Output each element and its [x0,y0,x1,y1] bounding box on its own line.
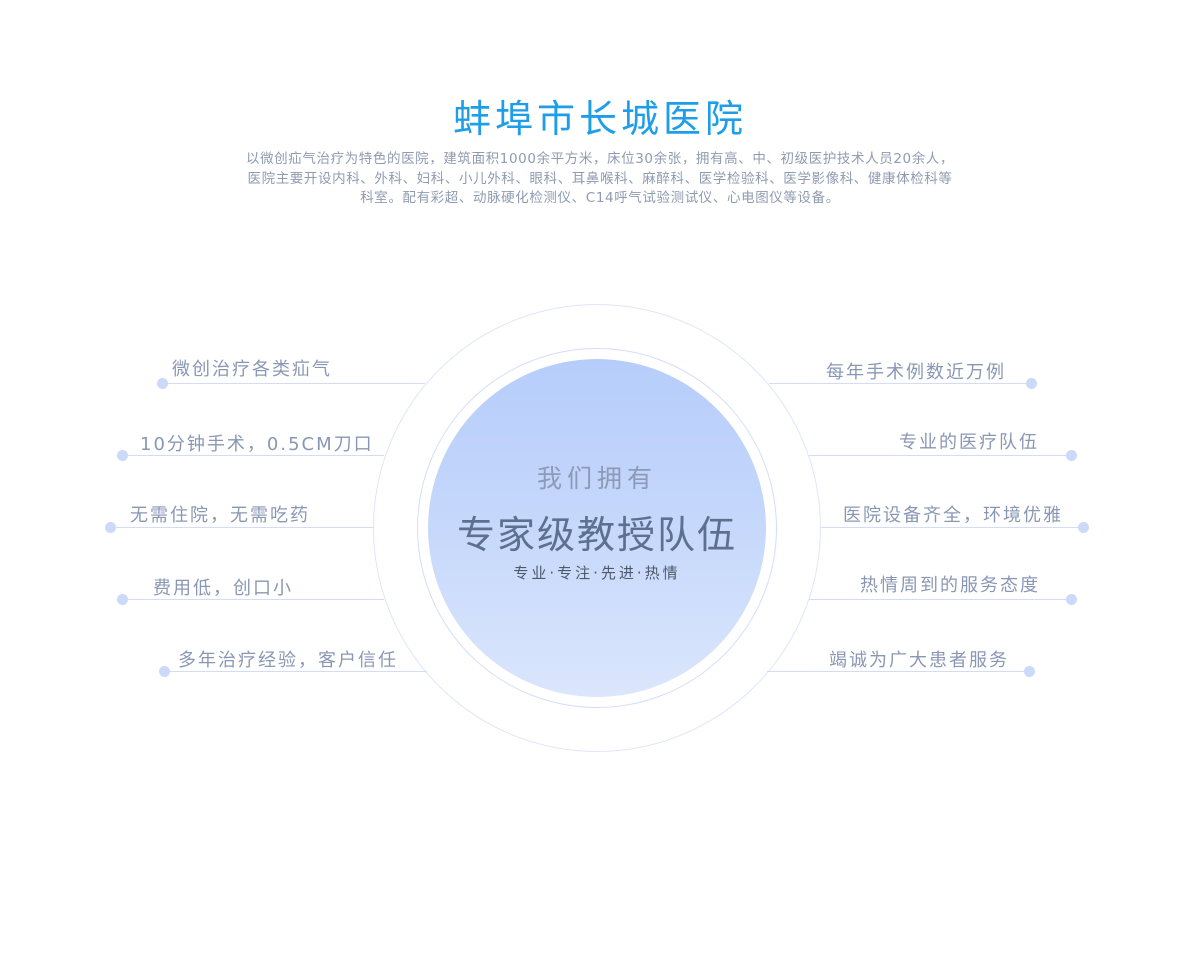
feature-label: 费用低，创口小 [153,578,293,599]
feature-label: 热情周到的服务态度 [860,575,1040,596]
intro-line: 医院主要开设内科、外科、妇科、小儿外科、眼科、耳鼻喉科、麻醉科、医学检验科、医学… [247,170,953,187]
connector-line [123,455,384,456]
bullet-dot-icon [1066,594,1077,605]
bullet-dot-icon [1026,378,1037,389]
bullet-dot-icon [117,450,128,461]
bullet-dot-icon [117,594,128,605]
bullet-dot-icon [157,378,168,389]
bullet-dot-icon [105,522,116,533]
connector-line [809,599,1071,600]
connector-line [821,527,1083,528]
connector-line [123,599,384,600]
center-tags: 专业·专注·先进·热情 [513,564,681,582]
center-headline: 专家级教授队伍 [456,513,737,557]
feature-label: 多年治疗经验，客户信任 [178,650,398,671]
center-circle: 我们拥有 专家级教授队伍 专业·专注·先进·热情 [428,359,766,697]
bullet-dot-icon [1066,450,1077,461]
feature-label: 专业的医疗队伍 [899,432,1039,453]
feature-label: 无需住院，无需吃药 [130,505,310,526]
intro-line: 以微创疝气治疗为特色的医院，建筑面积1000余平方米，床位30余张，拥有高、中、… [245,151,954,167]
feature-label: 医院设备齐全，环境优雅 [843,505,1063,526]
center-kicker: 我们拥有 [536,464,657,493]
connector-line [769,383,1031,384]
feature-label: 微创治疗各类疝气 [172,359,332,380]
bullet-dot-icon [1024,666,1035,677]
bullet-dot-icon [159,666,170,677]
feature-label: 每年手术例数近万例 [826,362,1006,383]
bullet-dot-icon [1078,522,1089,533]
connector-line [767,671,1029,672]
connector-line [165,671,427,672]
feature-label: 竭诚为广大患者服务 [829,650,1009,671]
connector-line [163,383,425,384]
hospital-title: 蚌埠市长城医院 [452,97,747,141]
connector-line [809,455,1071,456]
intro-line: 科室。配有彩超、动脉硬化检测仪、C14呼气试验测试仪、心电图仪等设备。 [360,190,840,206]
hospital-intro: 以微创疝气治疗为特色的医院，建筑面积1000余平方米，床位30余张，拥有高、中、… [200,150,1000,209]
feature-label: 10分钟手术，0.5CM刀口 [140,434,374,455]
connector-line [111,527,373,528]
